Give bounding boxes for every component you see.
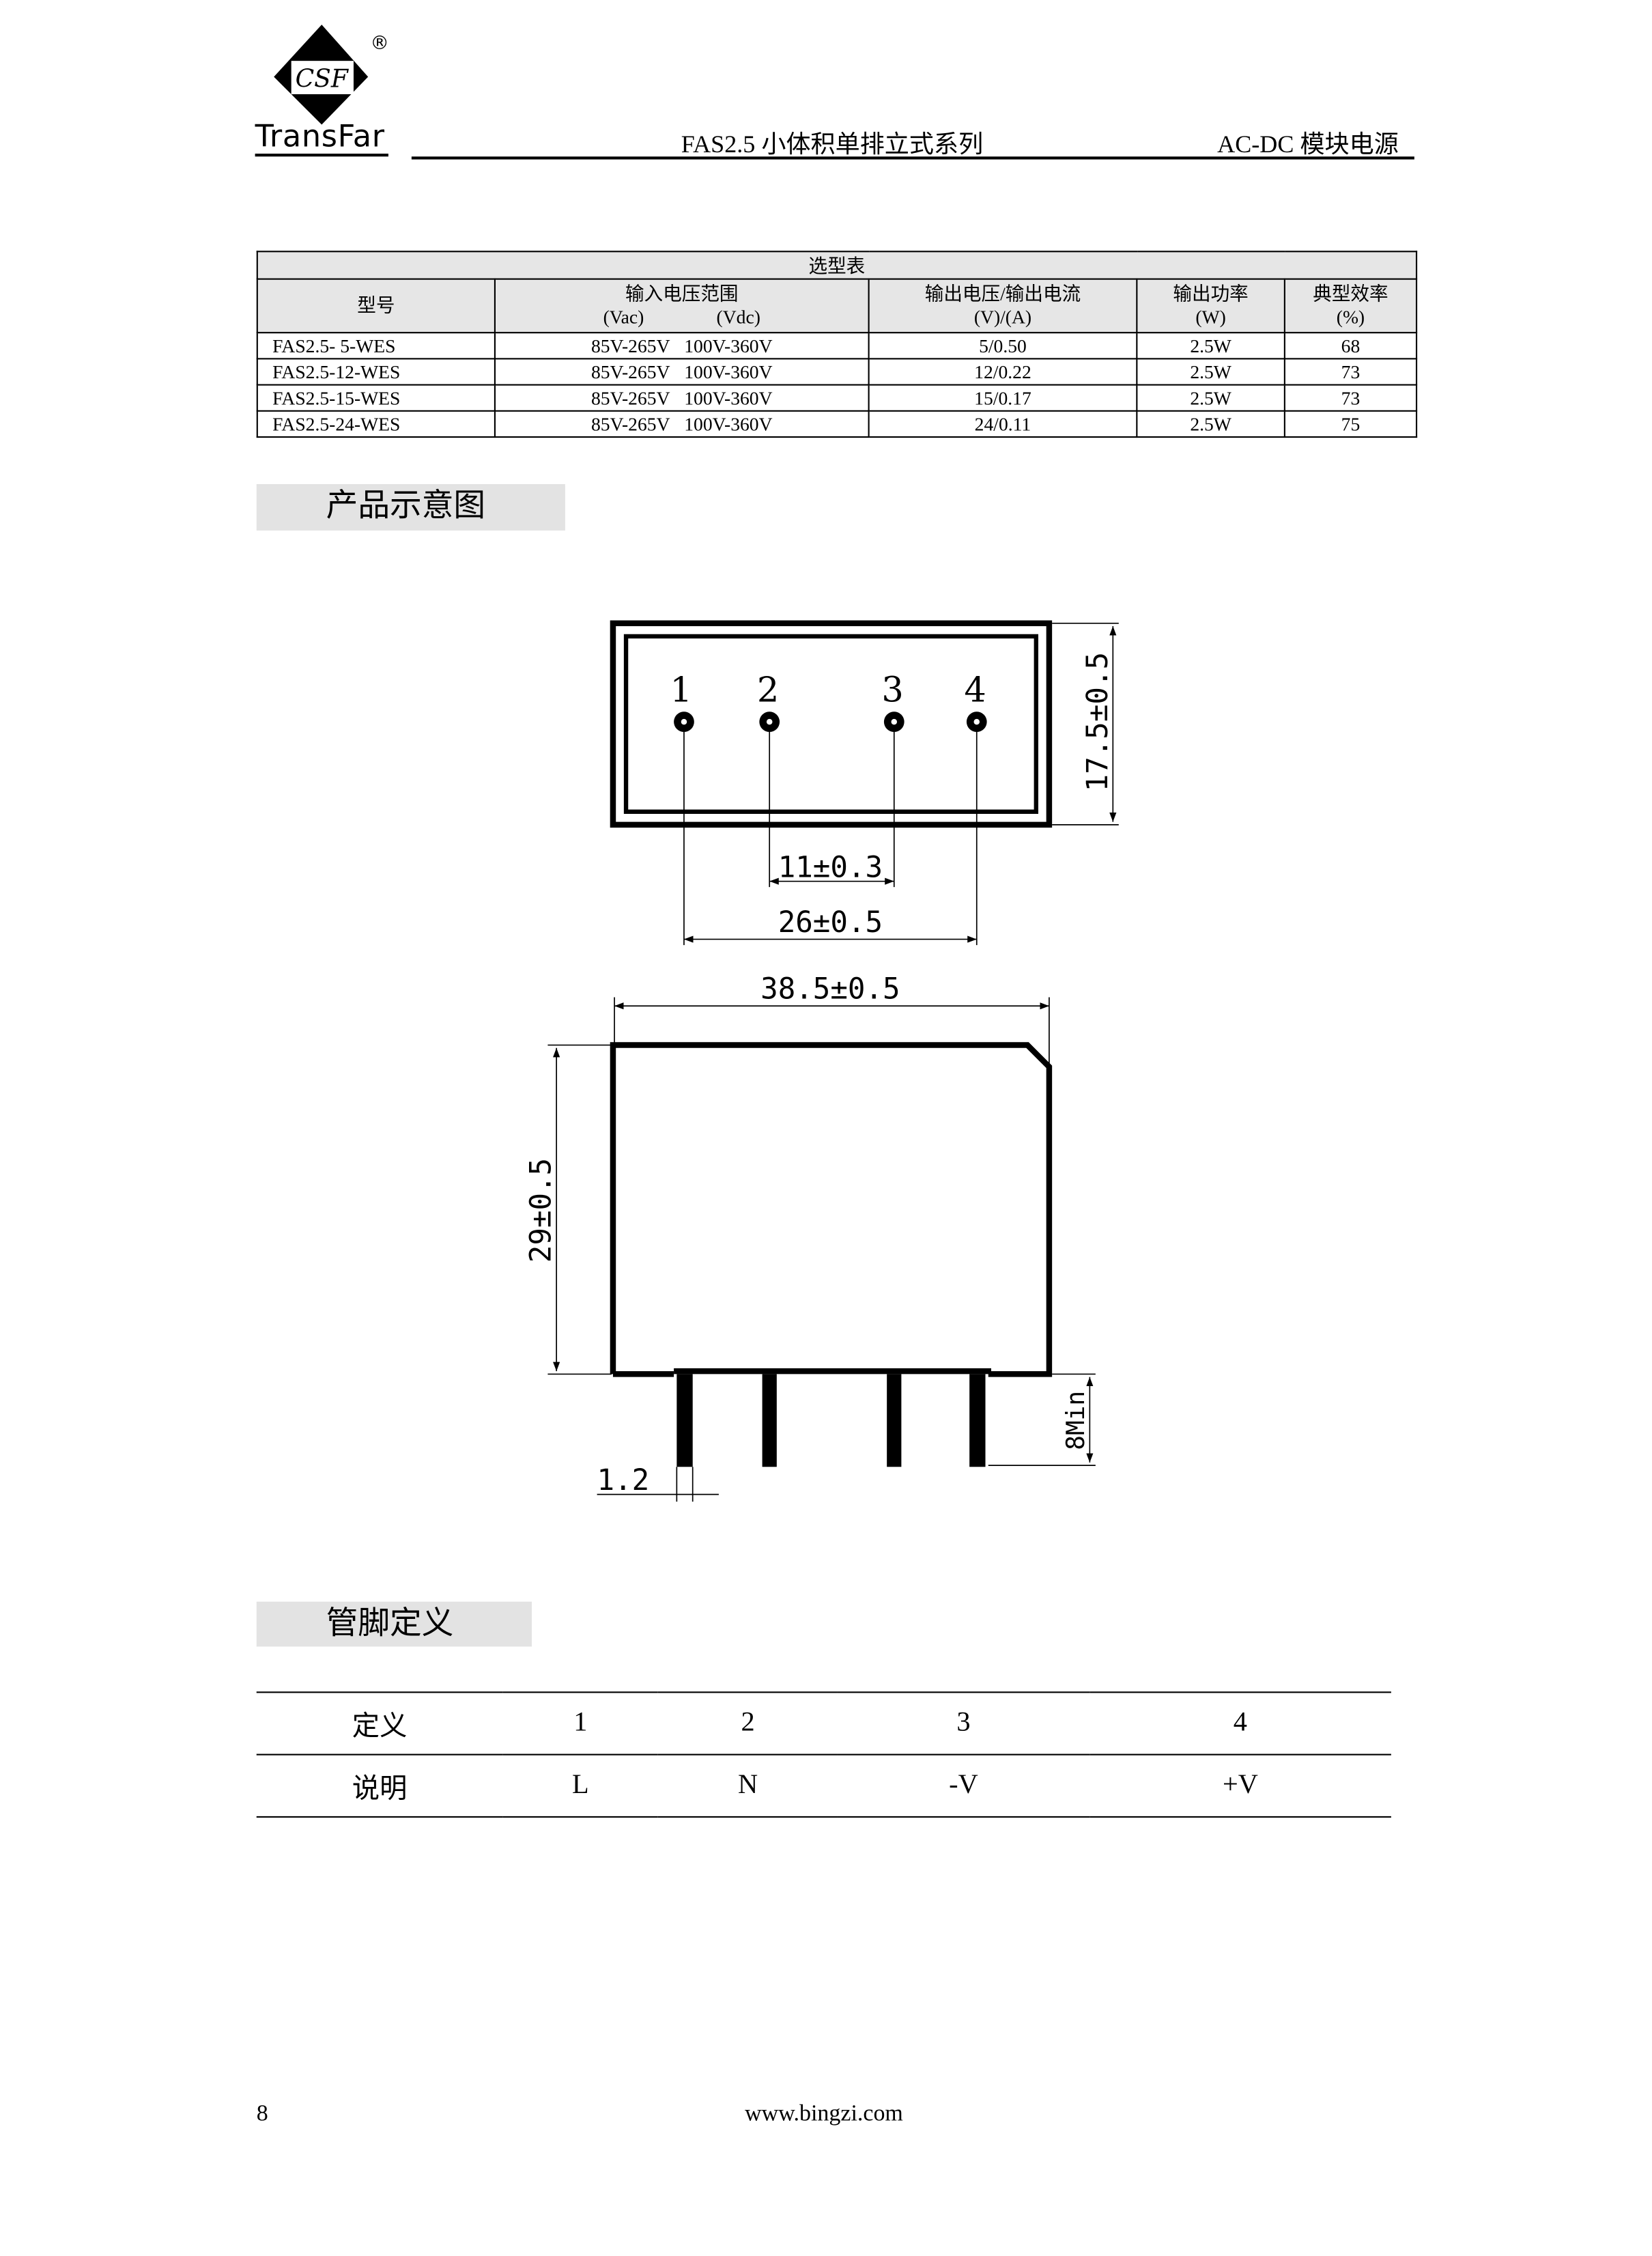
logo-mark: CSF xyxy=(296,64,350,93)
table-row: 说明 L N -V +V xyxy=(256,1753,1391,1818)
header-vac: (Vac) xyxy=(603,305,644,328)
cell-eff: 68 xyxy=(1283,332,1418,360)
cell-power: 2.5W xyxy=(1136,384,1285,412)
cell-vdc: 100V-360V xyxy=(684,386,773,409)
cell-output: 15/0.17 xyxy=(868,384,1138,412)
cell: 4 xyxy=(1089,1691,1391,1756)
cell-power: 2.5W xyxy=(1136,358,1285,386)
cell-input: 85V-265V 100V-360V xyxy=(494,332,870,360)
cell-model: FAS2.5-15-WES xyxy=(256,384,496,412)
header-rule xyxy=(411,156,1414,160)
cell: 3 xyxy=(838,1691,1090,1756)
header-eff-label: 典型效率 xyxy=(1313,282,1388,305)
top-view-inner xyxy=(623,634,1038,814)
dim-pin-length: 8Min xyxy=(1062,1391,1090,1450)
side-view-body xyxy=(610,1042,1053,1377)
dim-pin-width: 1.2 xyxy=(597,1464,649,1497)
dim-width: 38.5±0.5 xyxy=(760,973,900,1006)
cell-power: 2.5W xyxy=(1136,332,1285,360)
table-title: 选型表 xyxy=(256,251,1418,280)
cell-input: 85V-265V 100V-360V xyxy=(494,358,870,386)
dim-pin-2-3: 11±0.3 xyxy=(778,851,883,884)
cell: 说明 xyxy=(256,1753,503,1818)
header-output: 输出电压/输出电流(V)/(A) xyxy=(868,278,1138,334)
pin-label: 3 xyxy=(881,670,903,710)
table-row: 定义 1 2 3 4 xyxy=(256,1691,1391,1756)
section-title-diagram: 产品示意图 xyxy=(256,484,565,531)
cell: 1 xyxy=(502,1691,659,1756)
cell-input: 85V-265V 100V-360V xyxy=(494,384,870,412)
header-input: 输入电压范围(Vac) (Vdc) xyxy=(494,278,870,334)
cell-vdc: 100V-360V xyxy=(684,335,773,357)
cell: 定义 xyxy=(256,1691,503,1756)
cell-vac: 85V-265V xyxy=(591,335,670,357)
cell-output: 12/0.22 xyxy=(868,358,1138,386)
header-model: 型号 xyxy=(256,278,496,334)
cell-power: 2.5W xyxy=(1136,410,1285,438)
cell: 2 xyxy=(658,1691,838,1756)
cell-eff: 75 xyxy=(1283,410,1418,438)
cell-vac: 85V-265V xyxy=(591,361,670,383)
pin-leg xyxy=(969,1374,986,1467)
header-vdc: (Vdc) xyxy=(716,305,760,328)
pin-label: 2 xyxy=(757,670,779,710)
pin-leg xyxy=(762,1374,777,1467)
cell-vdc: 100V-360V xyxy=(684,412,773,435)
pin-leg xyxy=(677,1374,693,1467)
top-view-outer xyxy=(610,620,1053,828)
pinout-table: 定义 1 2 3 4 说明 L N -V +V xyxy=(256,1691,1391,1818)
cell-output: 24/0.11 xyxy=(868,410,1138,438)
header-power: 输出功率(W) xyxy=(1136,278,1285,334)
logo-underline xyxy=(255,154,388,157)
cell-vdc: 100V-360V xyxy=(684,361,773,383)
pin-label: 4 xyxy=(964,670,986,710)
cell-input: 85V-265V 100V-360V xyxy=(494,410,870,438)
header-input-label: 输入电压范围 xyxy=(625,282,739,305)
cell-output: 5/0.50 xyxy=(868,332,1138,360)
cell: +V xyxy=(1089,1753,1391,1818)
cell-model: FAS2.5-24-WES xyxy=(256,410,496,438)
header-power-units: (W) xyxy=(1195,305,1226,328)
page-number: 8 xyxy=(256,2102,268,2127)
header-output-label: 输出电压/输出电流 xyxy=(924,282,1081,305)
dim-pin-1-4: 26±0.5 xyxy=(778,906,883,940)
cell-eff: 73 xyxy=(1283,358,1418,386)
cell: N xyxy=(658,1753,838,1818)
header-power-label: 输出功率 xyxy=(1173,282,1249,305)
cell-vac: 85V-265V xyxy=(591,412,670,435)
cell-eff: 73 xyxy=(1283,384,1418,412)
dim-height-side: 29±0.5 xyxy=(525,1158,558,1263)
cell-vac: 85V-265V xyxy=(591,386,670,409)
header-output-units: (V)/(A) xyxy=(973,305,1032,328)
cell: -V xyxy=(838,1753,1090,1818)
csf-logo-icon: CSF ® xyxy=(274,25,389,125)
header-eff-units: (%) xyxy=(1336,305,1365,328)
cell-model: FAS2.5-12-WES xyxy=(256,358,496,386)
selection-table: 选型表 型号 输入电压范围(Vac) (Vdc) 输出电压/输出电流(V)/(A)… xyxy=(256,251,1418,438)
header-category: AC-DC 模块电源 xyxy=(1217,130,1399,158)
logo-brand: TransFar xyxy=(255,119,385,154)
pin-label: 1 xyxy=(670,670,692,710)
footer-website[interactable]: www.bingzi.com xyxy=(745,2102,903,2127)
header-efficiency: 典型效率(%) xyxy=(1283,278,1418,334)
section-title-pinout: 管脚定义 xyxy=(256,1601,532,1647)
pin-leg xyxy=(887,1374,902,1467)
cell-model: FAS2.5- 5-WES xyxy=(256,332,496,360)
cell: L xyxy=(502,1753,659,1818)
header-title: FAS2.5 小体积单排立式系列 xyxy=(681,130,984,158)
registered-mark: ® xyxy=(370,31,389,54)
dim-height-top: 17.5±0.5 xyxy=(1081,652,1115,791)
